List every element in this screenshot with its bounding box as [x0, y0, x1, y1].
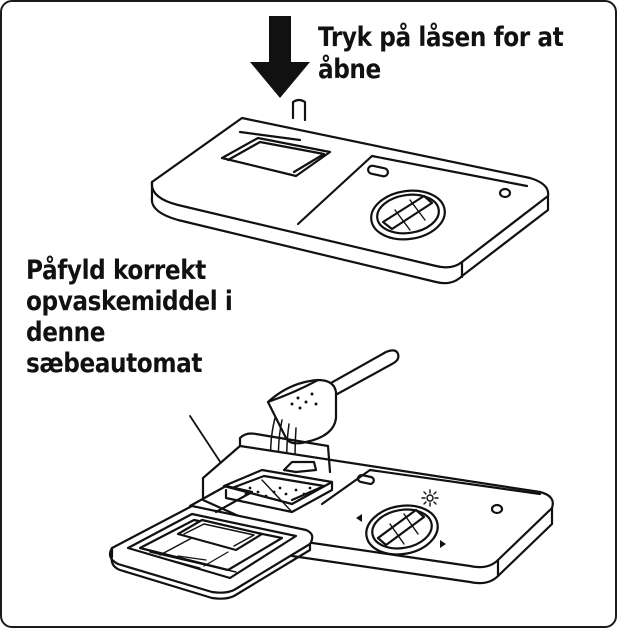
fill-instruction-line: Påfyld korrekt: [26, 255, 206, 286]
sun-icon: [421, 489, 439, 507]
fill-instruction-line: denne: [26, 317, 106, 348]
open-instruction-caption: Tryk på låsen for at åbne: [318, 22, 602, 86]
open-instruction-line: Tryk på låsen for at: [318, 22, 564, 53]
fill-instruction-caption: Påfyld korrekt opvaskemiddel i denne sæb…: [26, 255, 284, 379]
open-instruction-line: åbne: [318, 54, 381, 85]
fill-instruction-line: sæbeautomat: [26, 348, 203, 379]
closed-dispenser: [150, 98, 550, 285]
down-arrow-icon: [250, 16, 310, 98]
fill-instruction-line: opvaskemiddel i: [26, 286, 233, 317]
rotation-arrow-icon: [356, 514, 446, 548]
open-dispenser: [108, 432, 554, 600]
